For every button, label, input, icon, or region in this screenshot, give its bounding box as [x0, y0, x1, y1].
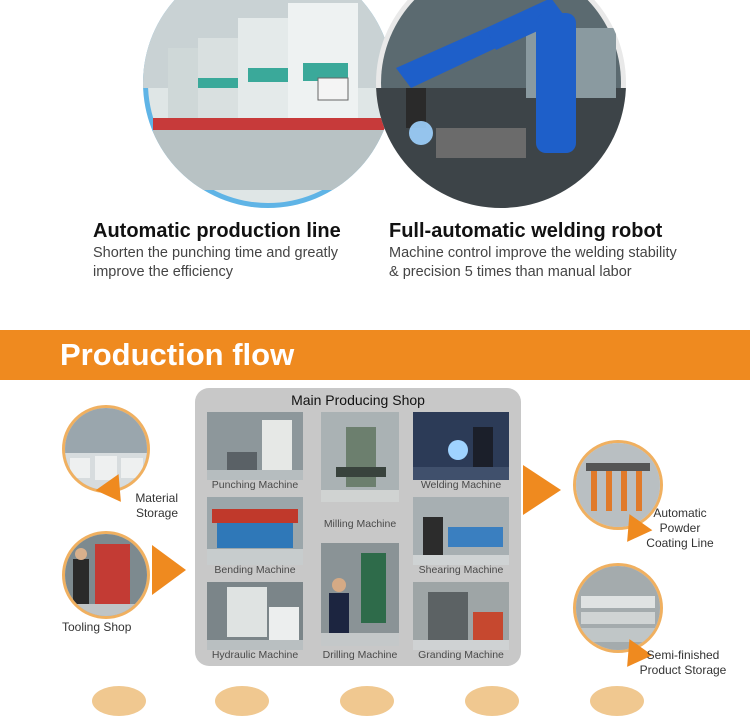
bottom-circle	[215, 686, 269, 716]
drilling-machine-photo	[321, 543, 399, 646]
feature-desc-line: improve the efficiency	[93, 264, 233, 280]
powder-coating-line-photo	[573, 440, 663, 530]
production-flow-title: Production flow	[60, 337, 295, 372]
feature-desc-line: Machine control improve the welding stab…	[389, 245, 677, 261]
milling-machine-photo	[321, 412, 399, 502]
feature-desc-line: Shorten the punching time and greatly	[93, 245, 339, 261]
material-storage-label: Material Storage	[116, 491, 178, 521]
feature-desc-line: & precision 5 times than manual labor	[389, 264, 632, 280]
production-line-photo	[143, 0, 393, 208]
feature-title-welding-robot: Full-automatic welding robot	[389, 220, 663, 242]
bottom-circle	[590, 686, 644, 716]
bottom-circle	[340, 686, 394, 716]
bending-machine-photo	[207, 497, 303, 565]
main-producing-shop-title: Main Producing Shop	[291, 392, 425, 408]
punching-machine-label: Punching Machine	[211, 479, 299, 491]
right-flow-arrow	[523, 465, 561, 515]
drilling-machine-label: Drilling Machine	[322, 649, 398, 661]
hydraulic-machine-label: Hydraulic Machine	[211, 649, 299, 661]
step-label-line: Product Storage	[639, 663, 727, 677]
tooling-shop-photo	[62, 531, 150, 619]
granding-machine-label: Granding Machine	[418, 649, 504, 661]
punching-machine-photo	[207, 412, 303, 480]
milling-machine-label: Milling Machine	[323, 518, 397, 530]
semi-finished-label: Semi-finished Product Storage	[633, 648, 733, 678]
semi-finished-storage-photo	[573, 563, 663, 653]
left-flow-arrow	[152, 545, 186, 595]
step-label-line: Storage	[135, 506, 178, 520]
feature-desc-production-line: Shorten the punching time and greatly im…	[93, 244, 338, 282]
step-label-line: Coating Line	[646, 536, 714, 550]
material-storage-photo	[62, 405, 150, 493]
bending-machine-label: Bending Machine	[214, 564, 296, 576]
shearing-machine-photo	[413, 497, 509, 565]
welding-machine-label: Welding Machine	[420, 479, 502, 491]
step-label-line: Powder	[659, 521, 701, 535]
bottom-circle	[92, 686, 146, 716]
shearing-machine-label: Shearing Machine	[418, 564, 504, 576]
granding-machine-photo	[413, 582, 509, 650]
tooling-shop-label: Tooling Shop	[62, 620, 132, 634]
welding-robot-photo	[376, 0, 626, 208]
main-producing-shop-panel: Main Producing Shop Punching Machine Mil…	[195, 388, 521, 666]
feature-title-production-line: Automatic production line	[93, 220, 341, 242]
bottom-circle	[465, 686, 519, 716]
hydraulic-machine-photo	[207, 582, 303, 650]
production-flow-banner: Production flow	[0, 330, 750, 380]
step-label-line: Semi-finished	[646, 648, 720, 662]
step-label-line: Material	[135, 491, 178, 505]
step-label-line: Automatic	[653, 506, 707, 520]
feature-desc-welding-robot: Machine control improve the welding stab…	[389, 244, 677, 282]
welding-machine-photo	[413, 412, 509, 480]
powder-coating-label: Automatic Powder Coating Line	[640, 506, 720, 551]
